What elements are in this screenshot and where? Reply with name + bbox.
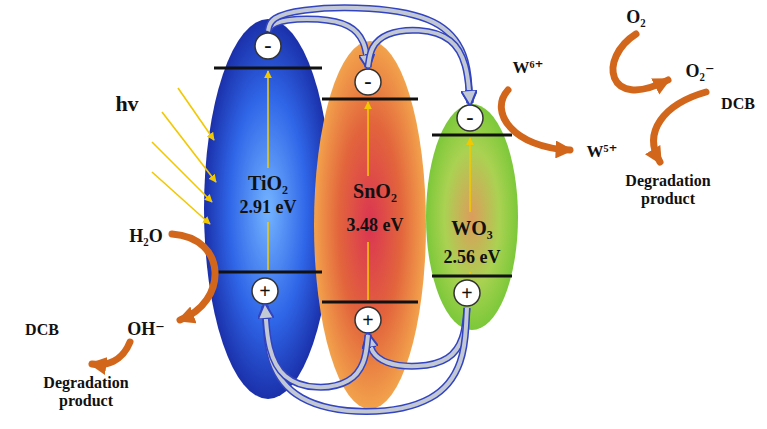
species-label: hv: [115, 92, 138, 116]
band-ellipse: [426, 104, 518, 330]
band-ellipse: [204, 19, 332, 399]
hole-symbol: +: [354, 306, 382, 334]
semiconductor-band: WO₃ 2.56 eV - +: [425, 103, 519, 331]
band-ellipse: [314, 41, 426, 409]
charge-circle: [454, 280, 480, 306]
semiconductor-band: TiO₂ 2.91 eV - +: [203, 18, 333, 400]
charge-sign: -: [264, 33, 271, 57]
species-label: W⁵⁺: [586, 143, 617, 162]
species-label: H₂O: [129, 227, 162, 247]
charge-circle: [355, 307, 381, 333]
species-label: Degradation product: [29, 374, 144, 409]
species-label: DCB: [25, 321, 59, 339]
hole-symbol: +: [251, 277, 279, 305]
semiconductor-band: SnO₂ 3.48 eV - +: [313, 40, 427, 410]
species-label: W⁶⁺: [512, 59, 543, 78]
species-label: O₂: [626, 8, 645, 28]
charge-sign: +: [259, 280, 270, 302]
species-label: OH⁻: [127, 320, 165, 340]
material-name: WO₃: [451, 217, 493, 239]
hole-symbol: +: [453, 279, 481, 307]
species-label: O₂⁻: [686, 62, 715, 82]
charge-sign: -: [364, 69, 371, 93]
electron-symbol: -: [254, 32, 282, 60]
charge-sign: -: [466, 105, 473, 129]
charge-circle: [457, 105, 483, 131]
charge-circle: [252, 278, 278, 304]
species-label: Degradation product: [611, 172, 726, 207]
charge-sign: +: [461, 282, 472, 304]
material-name: TiO₂: [248, 172, 288, 194]
band-gap-value: 3.48 eV: [347, 216, 404, 236]
charge-circle: [255, 33, 281, 59]
electron-symbol: -: [354, 68, 382, 96]
electron-symbol: -: [456, 104, 484, 132]
material-name: SnO₂: [353, 180, 397, 202]
species-label: DCB: [721, 95, 755, 113]
charge-circle: [355, 69, 381, 95]
band-gap-value: 2.56 eV: [444, 248, 501, 268]
charge-sign: +: [362, 309, 373, 331]
band-gap-value: 2.91 eV: [240, 198, 297, 218]
